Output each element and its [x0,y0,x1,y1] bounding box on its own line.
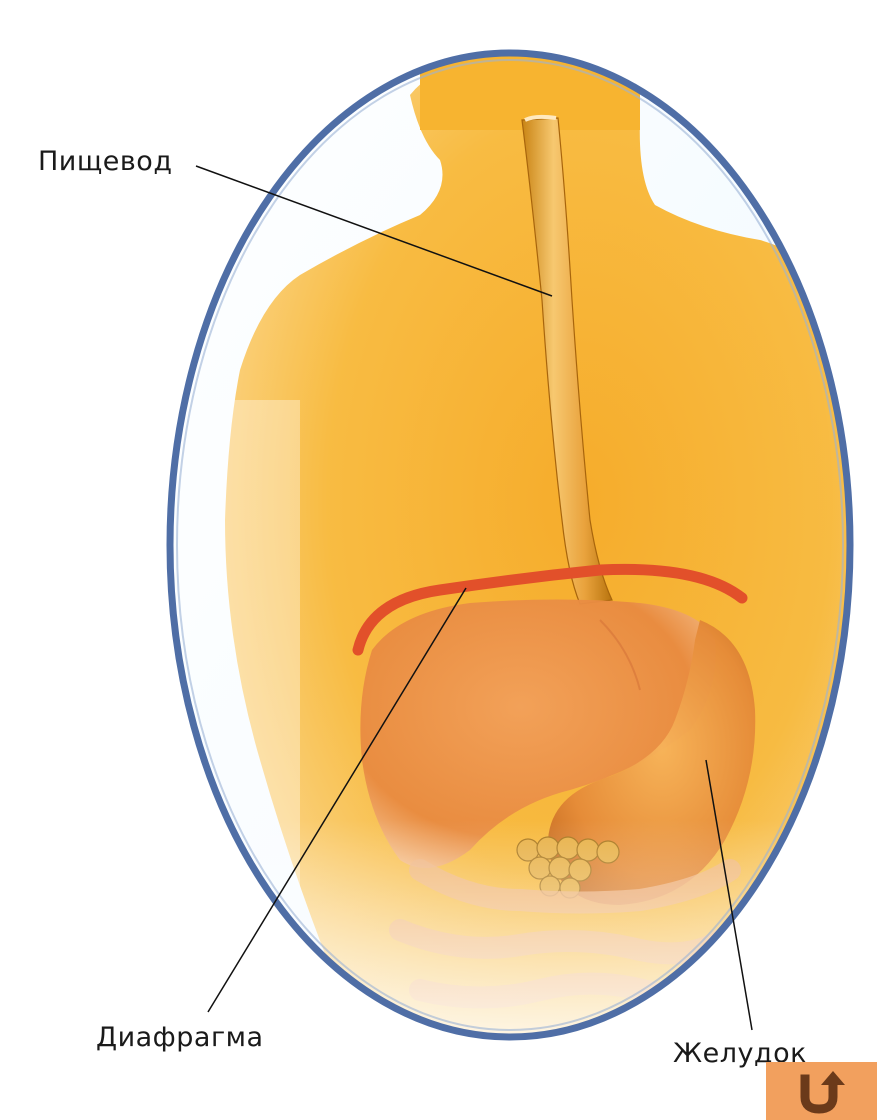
diaphragm-label: Диафрагма [96,1022,264,1053]
return-button[interactable] [766,1062,877,1120]
return-arrow-icon [797,1067,847,1115]
esophagus-label: Пищевод [38,146,173,177]
